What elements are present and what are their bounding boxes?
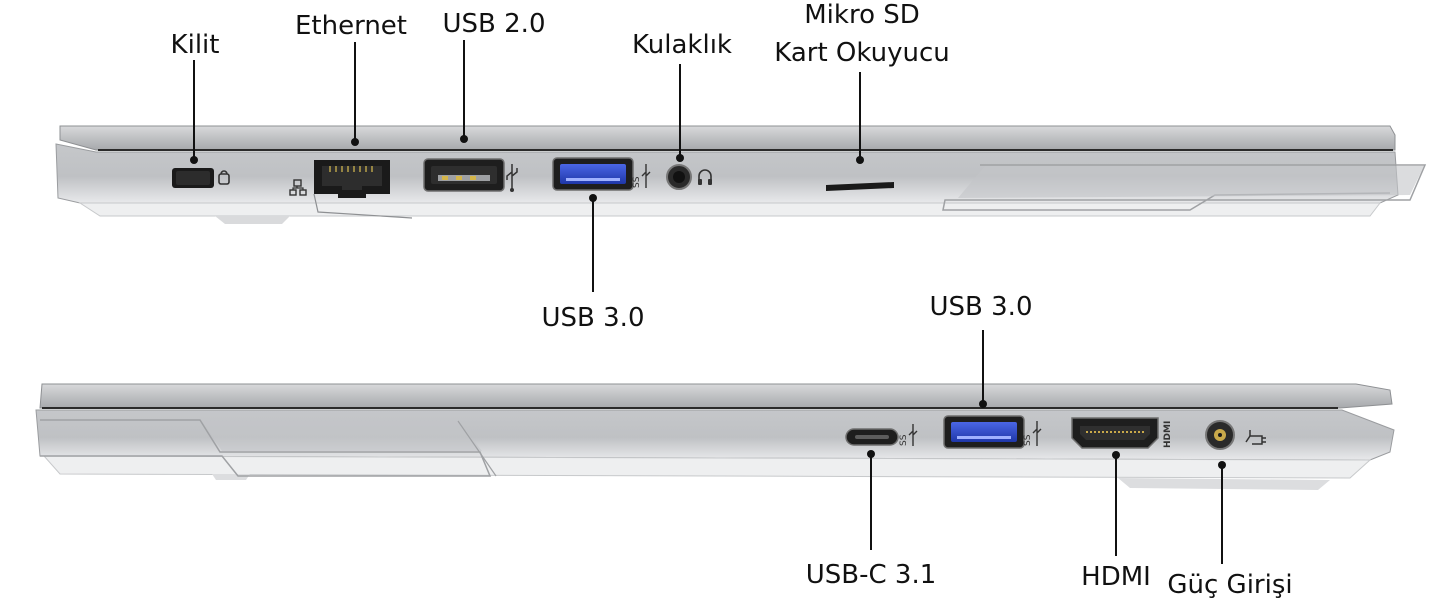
usb3-superspeed-icon: SS bbox=[1023, 421, 1042, 446]
top-leader-dots bbox=[190, 135, 864, 202]
headset-icon bbox=[698, 169, 712, 185]
label-usbc: USB-C 3.1 bbox=[805, 560, 937, 590]
bottom-leader-lines bbox=[870, 330, 1223, 564]
network-icon bbox=[289, 179, 307, 196]
ethernet-port bbox=[313, 160, 413, 219]
usb3-port-right bbox=[943, 415, 1025, 449]
top-laptop-body bbox=[55, 125, 1427, 224]
label-power: Güç Girişi bbox=[1167, 570, 1293, 600]
label-hdmi: HDMI bbox=[1081, 562, 1151, 592]
usb-c-port bbox=[845, 428, 899, 446]
bottom-laptop-body bbox=[35, 383, 1395, 490]
hdmi-icon: HDMI bbox=[1163, 421, 1173, 448]
usb3-port bbox=[552, 157, 634, 191]
bottom-leader-dots bbox=[867, 400, 1226, 469]
label-usb3-right: USB 3.0 bbox=[929, 292, 1033, 322]
label-usb3-top: USB 3.0 bbox=[541, 303, 645, 333]
label-usb2: USB 2.0 bbox=[442, 9, 546, 39]
svg-text:SS: SS bbox=[899, 434, 909, 446]
headphone-jack bbox=[666, 164, 692, 190]
power-plug-icon bbox=[1245, 430, 1266, 445]
label-ethernet: Ethernet bbox=[295, 11, 407, 41]
usb-superspeed-icon: SS bbox=[632, 164, 651, 188]
hdmi-port bbox=[1071, 417, 1159, 449]
lock-icon bbox=[218, 170, 230, 185]
usb-c-superspeed-icon: SS bbox=[899, 424, 918, 446]
label-sd-line2: Kart Okuyucu bbox=[774, 38, 950, 68]
label-headphone: Kulaklık bbox=[632, 30, 732, 60]
lock-slot bbox=[172, 168, 214, 188]
power-jack bbox=[1205, 420, 1235, 450]
label-sd-line1: Mikro SD bbox=[804, 0, 920, 30]
usb-icon bbox=[506, 164, 518, 192]
micro-sd-slot bbox=[826, 182, 894, 191]
svg-text:HDMI: HDMI bbox=[1163, 421, 1173, 448]
top-leader-lines bbox=[193, 40, 861, 292]
usb2-port bbox=[423, 158, 505, 192]
label-lock: Kilit bbox=[170, 30, 220, 60]
svg-text:SS: SS bbox=[632, 176, 642, 188]
svg-text:SS: SS bbox=[1023, 434, 1033, 446]
